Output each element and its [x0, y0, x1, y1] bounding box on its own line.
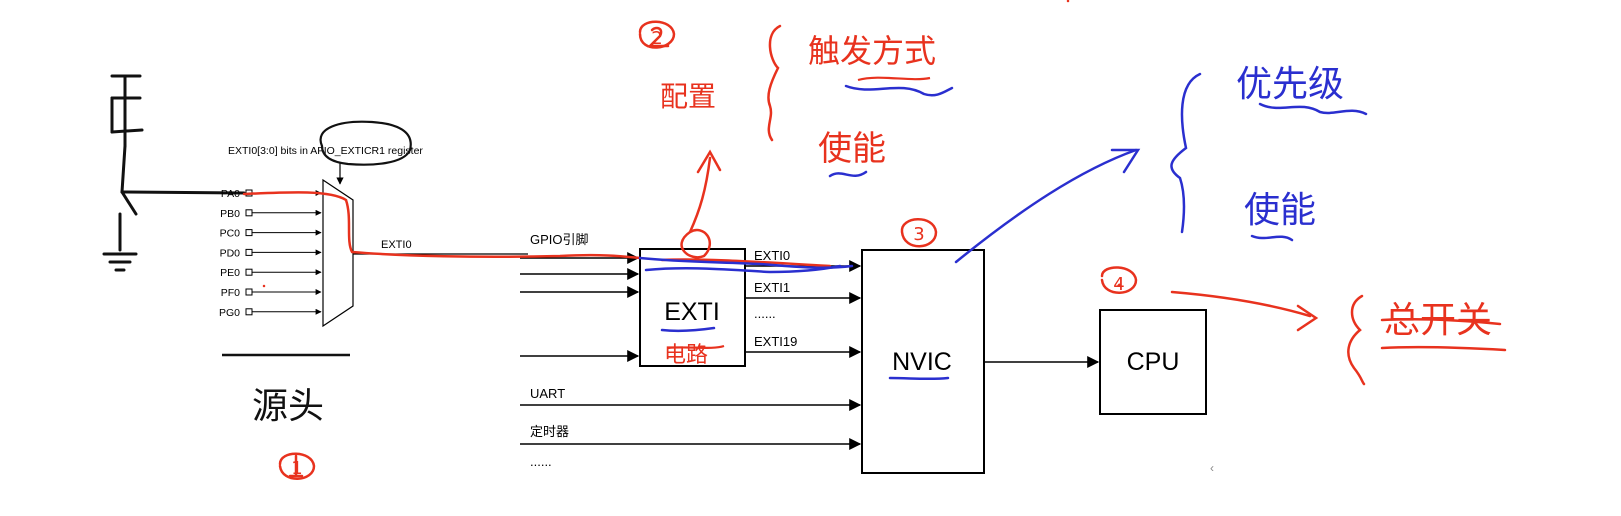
red-signal-path [242, 0, 1507, 480]
svg-text:2: 2 [651, 28, 662, 49]
mux-pin-box [245, 288, 253, 296]
mux-pin-label: PF0 [221, 287, 240, 299]
svg-text:4: 4 [1113, 274, 1124, 295]
mux-pin-label: PB0 [220, 208, 240, 220]
mux-pin-label: PC0 [220, 228, 241, 240]
red-circled-3 [900, 218, 938, 248]
red-underlines [667, 76, 1121, 350]
nvic-in-dots: ...... [530, 454, 552, 469]
mux-pin-box [245, 248, 253, 256]
red-circled-numbers: 2 4 [651, 28, 1124, 295]
source-block: 源头 [222, 353, 350, 427]
exti-out-dots: ...... [754, 306, 776, 321]
red-digit-1: 1 [291, 458, 302, 479]
mux-pin-box [245, 308, 253, 316]
mux-ellipse-annotation [319, 120, 412, 166]
nvic-in-timer: 定时器 [530, 424, 569, 439]
mux-pin-box [245, 268, 253, 276]
annotation-config: 配置 [660, 80, 716, 113]
annotation-trigger: 触发方式 [808, 32, 936, 70]
nvic-label: NVIC [892, 348, 952, 376]
mux-output-label: EXTI0 [381, 239, 412, 251]
red-handwritten-text: ① ② 配置 触发方式 电路 ④ 总开关 [660, 32, 1492, 368]
cpu-label: CPU [1127, 348, 1180, 376]
blue-handwritten-text: 使能 优先级 使能 [818, 64, 1344, 231]
annotation-master-switch: 总开关 [1384, 300, 1492, 341]
mux-pin-label: PD0 [220, 247, 241, 259]
annotation-source: 源头 [252, 386, 324, 427]
nvic-in-uart: UART [530, 386, 565, 401]
annotation-enable-exti: 使能 [818, 129, 886, 169]
annotation-priority: 优先级 [1236, 64, 1344, 105]
annotation-enable-nvic: 使能 [1244, 190, 1316, 231]
nvic-input-arrows [520, 399, 862, 450]
exti-out-1: EXTI1 [754, 280, 790, 295]
exti-label: EXTI [664, 298, 720, 326]
blue-strokes [638, 72, 1368, 381]
mux-pin-label: PA0 [221, 188, 240, 200]
mux-pin-box [245, 209, 253, 217]
mux-pin-box [245, 229, 253, 237]
cpu-block: CPU [1099, 309, 1207, 415]
mux-pin-label: PG0 [219, 307, 240, 319]
button-switch-sketch [102, 74, 246, 272]
red-digit-3: 3 [913, 224, 924, 245]
mux-register-label: EXTI0[3:0] bits in AFIO_EXTICR1 register [228, 145, 423, 157]
exti-input-arrows [520, 252, 640, 362]
scroll-chevron-icon: ‹ [1210, 461, 1214, 475]
mux-trapezoid [322, 178, 354, 328]
exti-out-19: EXTI19 [754, 334, 797, 349]
afio-mux: EXTI0[3:0] bits in AFIO_EXTICR1 register… [219, 120, 528, 328]
gpio-label: GPIO引脚 [530, 232, 589, 247]
exti-out-0: EXTI0 [754, 248, 790, 263]
nvic-block: NVIC UART 定时器 ...... [520, 249, 1100, 474]
mux-pin-label: PE0 [220, 267, 240, 279]
